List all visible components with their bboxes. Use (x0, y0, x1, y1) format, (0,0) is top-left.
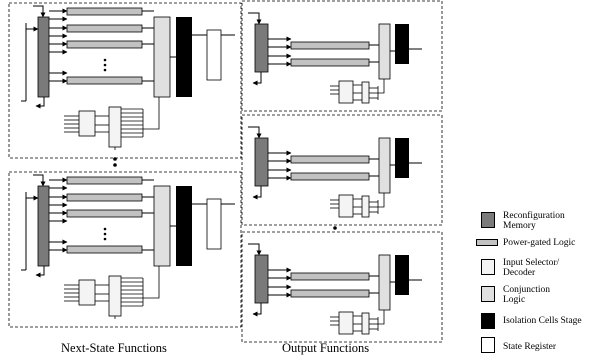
ellipsis-dot (113, 163, 117, 167)
legend-power-gated-label: Power-gated Logic (503, 238, 576, 248)
legend-power-gated-swatch (476, 239, 498, 246)
legend-isolation-swatch (481, 313, 495, 329)
legend-input-selector-label: Input Selector/ Decoder (503, 258, 560, 278)
legend-input-selector-swatch (481, 259, 495, 275)
ellipsis-dot (113, 157, 117, 161)
output-block-3 (242, 232, 442, 342)
next-state-block-1 (9, 3, 241, 158)
legend-conjunction-swatch (481, 286, 495, 302)
legend-reconfig-memory-label: Reconfiguration Memory (503, 211, 565, 231)
legend-state-register-swatch (481, 337, 495, 353)
output-block-1 (242, 1, 442, 111)
output-caption: Output Functions (282, 341, 370, 355)
legend-conjunction-label: Conjunction Logic (503, 285, 550, 305)
ellipsis-dot (333, 226, 337, 230)
next-state-caption: Next-State Functions (61, 341, 167, 355)
legend-state-register-label: State Register (503, 342, 557, 352)
next-state-block-2 (9, 172, 241, 327)
legend-reconfig-memory-swatch (481, 212, 495, 228)
output-block-2 (242, 115, 442, 225)
legend-isolation-label: Isolation Cells Stage (503, 316, 582, 326)
